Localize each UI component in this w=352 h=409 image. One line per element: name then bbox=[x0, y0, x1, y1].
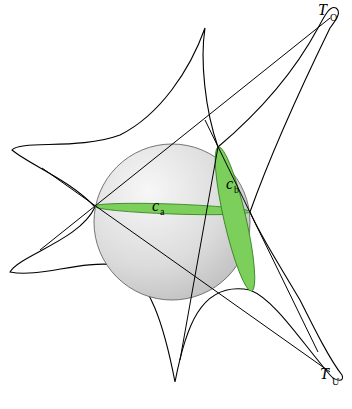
label-letter: c bbox=[226, 176, 233, 192]
great-circle-b bbox=[208, 144, 263, 293]
secant-line bbox=[180, 147, 218, 360]
space-curve bbox=[10, 7, 343, 382]
label-subscript: b bbox=[234, 185, 239, 195]
label-subscript: O bbox=[330, 13, 337, 23]
label-letter: T bbox=[320, 366, 329, 382]
label-subscript: a bbox=[160, 207, 164, 217]
secant-line bbox=[205, 120, 318, 352]
label-letter: c bbox=[152, 198, 159, 214]
tangent-line-u bbox=[42, 168, 330, 372]
label-letter: T bbox=[318, 2, 327, 18]
label-subscript: U bbox=[332, 377, 339, 387]
tangent-line-o bbox=[40, 18, 330, 250]
